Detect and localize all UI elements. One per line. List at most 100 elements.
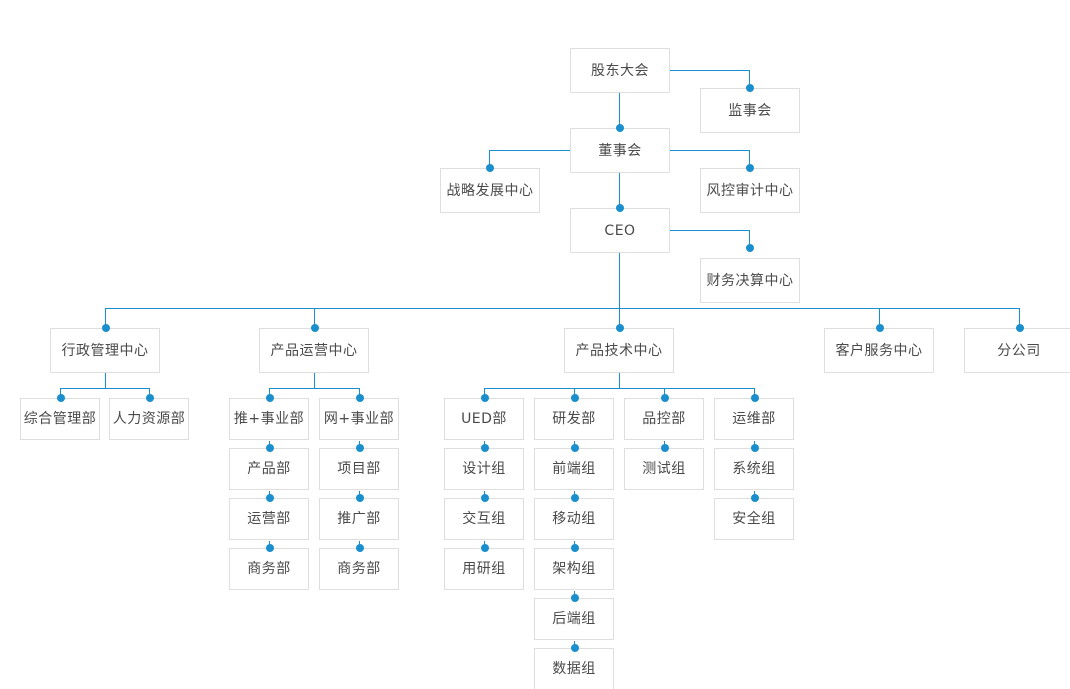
- node-label: 研发部: [552, 411, 596, 427]
- node-label: 后端组: [552, 611, 596, 627]
- node-general-management-dept[interactable]: 综合管理部: [20, 398, 100, 440]
- node-admin-management-center[interactable]: 行政管理中心: [50, 328, 160, 373]
- connector-dot-hr: [146, 394, 154, 402]
- node-label: CEO: [604, 222, 636, 239]
- node-human-resources-dept[interactable]: 人力资源部: [109, 398, 189, 440]
- node-business-dept-a[interactable]: 商务部: [229, 548, 309, 590]
- connector-shareholders-to-supervisory-horizontal: [670, 70, 750, 71]
- node-label: 交互组: [462, 511, 506, 527]
- connector-dot-wang-unit: [356, 394, 364, 402]
- node-label: 监事会: [728, 102, 772, 119]
- connector-dot-user-research-group: [481, 544, 489, 552]
- node-interaction-group[interactable]: 交互组: [444, 498, 524, 540]
- node-strategy-development-center[interactable]: 战略发展中心: [440, 168, 540, 213]
- node-wang-business-unit[interactable]: 网+事业部: [319, 398, 399, 440]
- node-label: 股东大会: [591, 62, 649, 79]
- node-ops-maintenance-dept[interactable]: 运维部: [714, 398, 794, 440]
- connector-drop-qa: [664, 388, 665, 399]
- node-ued-dept[interactable]: UED部: [444, 398, 524, 440]
- node-label: 推+事业部: [233, 411, 305, 427]
- node-customer-service-center[interactable]: 客户服务中心: [824, 328, 934, 373]
- connector-board-to-strategy-horizontal: [489, 150, 570, 151]
- connector-board-to-risk-horizontal: [670, 150, 750, 151]
- node-supervisory-board[interactable]: 监事会: [700, 88, 800, 133]
- node-label: 品控部: [642, 411, 686, 427]
- node-operations-dept[interactable]: 运营部: [229, 498, 309, 540]
- connector-dot-operations-dept: [266, 494, 274, 502]
- node-ceo[interactable]: CEO: [570, 208, 670, 253]
- node-rd-dept[interactable]: 研发部: [534, 398, 614, 440]
- node-label: 项目部: [337, 461, 381, 477]
- connector-dot-supervisory: [746, 84, 754, 92]
- node-product-technology-center[interactable]: 产品技术中心: [564, 328, 674, 373]
- node-label: 客户服务中心: [835, 342, 923, 359]
- node-data-group[interactable]: 数据组: [534, 648, 614, 689]
- node-label: 移动组: [552, 511, 596, 527]
- connector-dot-risk: [746, 164, 754, 172]
- connector-dot-tui-unit: [266, 394, 274, 402]
- node-test-group[interactable]: 测试组: [624, 448, 704, 490]
- node-design-group[interactable]: 设计组: [444, 448, 524, 490]
- connector-drop-general-mgmt: [60, 388, 61, 399]
- connector-dot-ued: [481, 394, 489, 402]
- connector-ceo-to-finance-horizontal: [670, 230, 750, 231]
- node-mobile-group[interactable]: 移动组: [534, 498, 614, 540]
- node-label: 设计组: [462, 461, 506, 477]
- connector-product-ops-bus: [269, 388, 360, 389]
- connector-dot-design-group: [481, 444, 489, 452]
- node-label: 推广部: [337, 511, 381, 527]
- node-frontend-group[interactable]: 前端组: [534, 448, 614, 490]
- node-board-of-directors[interactable]: 董事会: [570, 128, 670, 173]
- node-label: 安全组: [732, 511, 776, 527]
- connector-ceo-to-finance-vertical: [749, 230, 750, 248]
- node-risk-audit-center[interactable]: 风控审计中心: [700, 168, 800, 213]
- node-label: 架构组: [552, 561, 596, 577]
- connector-dot-admin-center: [102, 324, 110, 332]
- node-label: 产品技术中心: [575, 342, 663, 359]
- node-product-operations-center[interactable]: 产品运营中心: [259, 328, 369, 373]
- node-user-research-group[interactable]: 用研组: [444, 548, 524, 590]
- node-product-dept[interactable]: 产品部: [229, 448, 309, 490]
- connector-dot-general-mgmt: [57, 394, 65, 402]
- connector-product-tech-bus: [484, 388, 755, 389]
- connector-dot-interaction-group: [481, 494, 489, 502]
- node-system-group[interactable]: 系统组: [714, 448, 794, 490]
- connector-dot-project-dept: [356, 444, 364, 452]
- node-business-dept-b[interactable]: 商务部: [319, 548, 399, 590]
- connector-dot-ops-maintenance: [751, 394, 759, 402]
- node-label: 产品运营中心: [270, 342, 358, 359]
- connector-dot-branch-company: [1016, 324, 1024, 332]
- connector-drop-ued: [484, 388, 485, 399]
- connector-drop-branch-company: [1019, 308, 1020, 328]
- node-label: 运营部: [247, 511, 291, 527]
- node-security-group[interactable]: 安全组: [714, 498, 794, 540]
- connector-main-bus: [105, 308, 1020, 309]
- connector-dot-architecture-group: [571, 544, 579, 552]
- node-label: 网+事业部: [323, 411, 395, 427]
- node-label: 行政管理中心: [61, 342, 149, 359]
- node-qa-dept[interactable]: 品控部: [624, 398, 704, 440]
- node-backend-group[interactable]: 后端组: [534, 598, 614, 640]
- connector-dot-business-dept-b: [356, 544, 364, 552]
- node-project-dept[interactable]: 项目部: [319, 448, 399, 490]
- connector-dot-system-group: [751, 444, 759, 452]
- node-tui-business-unit[interactable]: 推+事业部: [229, 398, 309, 440]
- connector-drop-customer-service-center: [879, 308, 880, 328]
- node-label: 风控审计中心: [706, 182, 794, 199]
- connector-board-to-ceo: [619, 173, 620, 208]
- node-finance-settlement-center[interactable]: 财务决算中心: [700, 258, 800, 303]
- connector-dot-data-group: [571, 644, 579, 652]
- node-architecture-group[interactable]: 架构组: [534, 548, 614, 590]
- node-label: 用研组: [462, 561, 506, 577]
- connector-drop-product-tech-center: [619, 308, 620, 328]
- node-branch-company[interactable]: 分公司: [964, 328, 1070, 373]
- connector-drop-rd: [574, 388, 575, 399]
- connector-dot-business-dept-a: [266, 544, 274, 552]
- node-label: 产品部: [247, 461, 291, 477]
- node-label: 战略发展中心: [446, 182, 534, 199]
- node-shareholders-meeting[interactable]: 股东大会: [570, 48, 670, 93]
- node-promotion-dept[interactable]: 推广部: [319, 498, 399, 540]
- node-label: 商务部: [337, 561, 381, 577]
- node-label: 系统组: [732, 461, 776, 477]
